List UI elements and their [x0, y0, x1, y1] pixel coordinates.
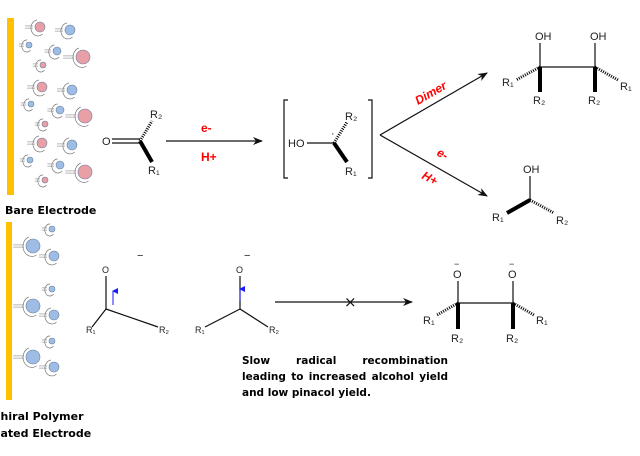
svg-text:R₂: R₂ [269, 325, 279, 335]
svg-text:O: O [236, 265, 243, 275]
alcohol-electron-label: e- [435, 145, 451, 162]
spinning-molecule-icon [39, 359, 60, 377]
radical-anion-1: O − R₁ R₂ [86, 250, 169, 335]
spinning-molecule-icon [47, 158, 65, 174]
pinacol-product: OH OH R₁ R₂ R₂ R₁ [502, 31, 632, 107]
spinning-molecule-icon [57, 82, 78, 100]
svg-text:R₁: R₁ [86, 325, 96, 335]
spinning-molecule-icon [18, 39, 33, 53]
svg-text:O: O [102, 265, 109, 275]
svg-text:R₁: R₁ [345, 166, 357, 178]
spinning-molecule-icon [27, 79, 48, 97]
svg-text:R₁: R₁ [423, 315, 435, 327]
svg-text:R₂: R₂ [159, 325, 169, 335]
proton-label: H+ [201, 150, 217, 164]
spinning-molecule-icon [39, 307, 60, 325]
spinning-molecule-icon [41, 335, 56, 349]
coated-electrode [6, 222, 12, 400]
spinning-molecule-icon [19, 154, 34, 168]
coated-electrode-label-2: Coated Electrode [0, 427, 91, 440]
svg-text:R₁: R₁ [620, 81, 632, 93]
svg-text:OH: OH [535, 31, 552, 43]
bare-electrode-label: Bare Electrode [5, 204, 96, 217]
spinning-molecule-icon [63, 47, 91, 68]
svg-text:R₂: R₂ [556, 215, 568, 227]
dimer-arrow [379, 72, 488, 136]
spinning-molecule-icon [32, 59, 47, 73]
spinning-molecule-icon [39, 248, 60, 266]
svg-text:O: O [453, 269, 462, 281]
spinning-molecule-icon [34, 118, 49, 132]
spinning-molecule-icon [34, 174, 49, 188]
coated-electrode-label-1: Chiral Polymer [0, 410, 84, 423]
spinning-molecule-icon [57, 137, 78, 155]
alcohol-proton-label: H+ [420, 168, 440, 188]
svg-text:−: − [244, 250, 250, 262]
electron-label: e- [201, 121, 212, 135]
dianion-dimer: O O − − R₁ R₂ R₂ R₁ [423, 259, 548, 345]
spinning-molecule-icon [65, 106, 93, 127]
radical-anion-2: O − R₁ R₂ [195, 250, 279, 335]
svg-text:R₂: R₂ [150, 109, 162, 121]
bare-electrode [7, 18, 14, 195]
dimer-label: Dimer [413, 78, 451, 108]
spinning-molecule-icon [44, 44, 62, 60]
ketyl-radical: HO · R₂ R₁ [283, 99, 373, 179]
svg-text:OH: OH [523, 164, 540, 176]
molecule-icons [13, 19, 93, 377]
spinning-molecule-icon [20, 98, 35, 112]
svg-text:R₁: R₁ [148, 165, 160, 177]
ketone: O R₂ R₁ [102, 109, 162, 177]
svg-text:R₂: R₂ [588, 95, 600, 107]
svg-text:R₁: R₁ [536, 315, 548, 327]
svg-text:R₂: R₂ [451, 333, 463, 345]
svg-text:−: − [509, 259, 514, 269]
blocked-mark: × [344, 293, 357, 311]
spinning-molecule-icon [65, 162, 93, 183]
spinning-molecule-icon [55, 22, 76, 40]
svg-text:R₂: R₂ [345, 111, 357, 123]
svg-text:R₁: R₁ [492, 212, 504, 224]
alcohol-arrow [379, 134, 488, 197]
svg-text:OH: OH [590, 31, 607, 43]
spinning-molecule-icon [41, 283, 56, 297]
svg-text:R₂: R₂ [533, 95, 545, 107]
caption: Slow radical recombination leading to in… [242, 355, 448, 399]
spinning-molecule-icon [13, 236, 41, 257]
svg-text:HO: HO [288, 138, 305, 150]
svg-text:O: O [508, 269, 517, 281]
spinning-molecule-icon [41, 223, 56, 237]
svg-text:−: − [137, 250, 143, 262]
spinning-molecule-icon [13, 296, 41, 317]
svg-text:R₂: R₂ [506, 333, 518, 345]
spinning-molecule-icon [27, 135, 48, 153]
alcohol-product: OH R₁ R₂ [492, 164, 568, 227]
spinning-molecule-icon [47, 103, 65, 119]
svg-text:O: O [102, 136, 111, 148]
svg-text:R₁: R₁ [195, 325, 205, 335]
spinning-molecule-icon [25, 19, 46, 37]
spinning-molecule-icon [13, 347, 41, 368]
svg-text:R₁: R₁ [502, 77, 514, 89]
svg-text:−: − [454, 259, 459, 269]
svg-text:·: · [331, 128, 335, 140]
